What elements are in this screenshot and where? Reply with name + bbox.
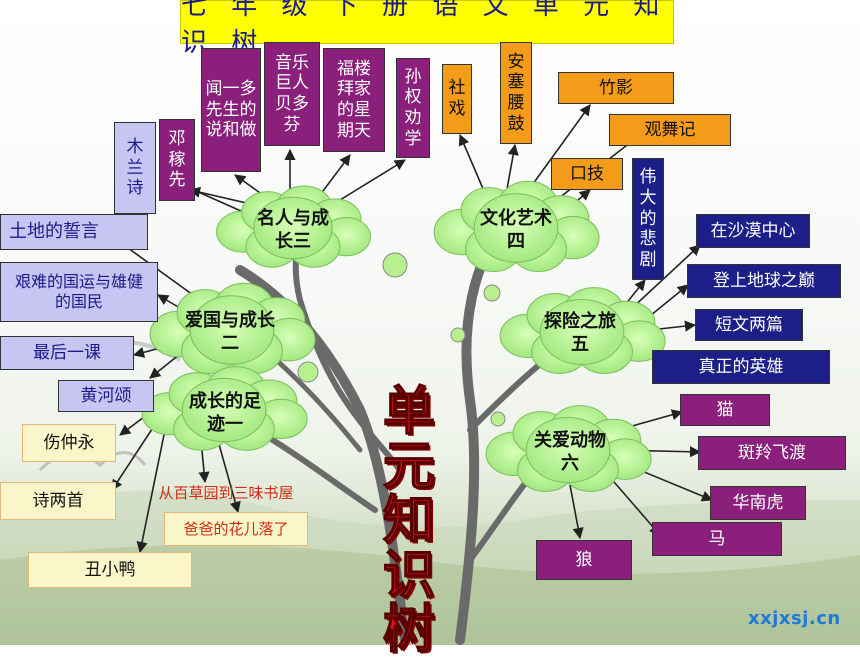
decorative-dots bbox=[297, 243, 506, 427]
lesson-baicaoyuan[interactable]: 从百草园到三味书屋 bbox=[158, 483, 294, 502]
connector-arrow bbox=[339, 159, 406, 201]
lesson-zhuying[interactable]: 竹影 bbox=[558, 72, 674, 104]
lesson-shangzhong[interactable]: 伤仲永 bbox=[22, 424, 116, 462]
lesson-banling[interactable]: 斑羚飞渡 bbox=[698, 436, 846, 470]
lesson-huanghe[interactable]: 黄河颂 bbox=[58, 380, 154, 412]
connector-arrow bbox=[136, 429, 166, 554]
lesson-shamo[interactable]: 在沙漠中心 bbox=[696, 214, 810, 248]
lesson-dengshang[interactable]: 登上地球之巅 bbox=[687, 264, 841, 298]
connector-arrow bbox=[629, 244, 701, 311]
unit-label-4: 文化艺术四 bbox=[480, 207, 552, 252]
cloud-unit-4 bbox=[433, 180, 600, 273]
cloud-unit-5 bbox=[499, 287, 666, 374]
cloud-unit-3 bbox=[216, 185, 372, 268]
unit-label-6: 关爱动物六 bbox=[534, 429, 606, 474]
cloud-unit-1 bbox=[141, 366, 308, 451]
lesson-chouxiaoya[interactable]: 丑小鸭 bbox=[28, 552, 192, 588]
lesson-tudi[interactable]: 土地的誓言 bbox=[0, 214, 148, 250]
lesson-zhenzheng[interactable]: 真正的英雄 bbox=[652, 350, 830, 384]
lesson-beethoven[interactable]: 音乐巨人贝多芬 bbox=[264, 42, 320, 146]
lesson-shexi[interactable]: 社戏 bbox=[442, 64, 472, 134]
unit-clouds bbox=[141, 180, 666, 492]
unit-label-5: 探险之旅五 bbox=[544, 310, 616, 355]
lesson-wenyiduo[interactable]: 闻一多先生的说和做 bbox=[201, 48, 261, 172]
connector-arrow bbox=[607, 474, 661, 536]
lesson-flaubert[interactable]: 福楼拜家的星期天 bbox=[323, 48, 385, 152]
connector-arrow bbox=[319, 154, 351, 196]
center-label: 单元知识树 bbox=[382, 381, 436, 660]
slide-title: 七 年 级 下 册 语 文 单 元 知 识 树 bbox=[180, 0, 674, 58]
lesson-ansai[interactable]: 安塞腰鼓 bbox=[500, 42, 532, 144]
lesson-dengjiaxian[interactable]: 邓稼先 bbox=[159, 119, 195, 201]
unit-label-1: 成长的足迹一 bbox=[189, 390, 261, 435]
lesson-baba[interactable]: 爸爸的花儿落了 bbox=[164, 512, 308, 546]
watermark: xxjxsj.cn bbox=[748, 608, 841, 629]
lesson-duanwen[interactable]: 短文两篇 bbox=[695, 309, 803, 341]
lesson-weida[interactable]: 伟大的悲剧 bbox=[632, 158, 664, 280]
lesson-mao[interactable]: 猫 bbox=[680, 394, 770, 426]
lesson-lang[interactable]: 狼 bbox=[536, 540, 632, 580]
lesson-ma[interactable]: 马 bbox=[652, 522, 782, 556]
connector-arrow bbox=[569, 484, 584, 540]
tree-drawing bbox=[0, 104, 860, 645]
cloud-unit-2 bbox=[149, 282, 316, 375]
lesson-huananhu[interactable]: 华南虎 bbox=[710, 486, 806, 520]
lesson-sunquan[interactable]: 孙权劝学 bbox=[396, 58, 430, 158]
lesson-shiliang[interactable]: 诗两首 bbox=[0, 482, 116, 520]
lesson-jiannan[interactable]: 艰难的国运与雄健的国民 bbox=[0, 262, 158, 322]
lesson-kouji[interactable]: 口技 bbox=[551, 158, 623, 190]
unit-label-2: 爱国与成长二 bbox=[185, 309, 275, 354]
connector-arrow bbox=[524, 104, 591, 196]
lesson-mulan[interactable]: 木兰诗 bbox=[114, 122, 156, 214]
lesson-zuihou[interactable]: 最后一课 bbox=[0, 336, 134, 370]
connector-arrow bbox=[111, 419, 159, 491]
cloud-unit-6 bbox=[485, 405, 652, 492]
unit-label-3: 名人与成长三 bbox=[257, 207, 329, 252]
lesson-guanwu[interactable]: 观舞记 bbox=[609, 114, 731, 146]
